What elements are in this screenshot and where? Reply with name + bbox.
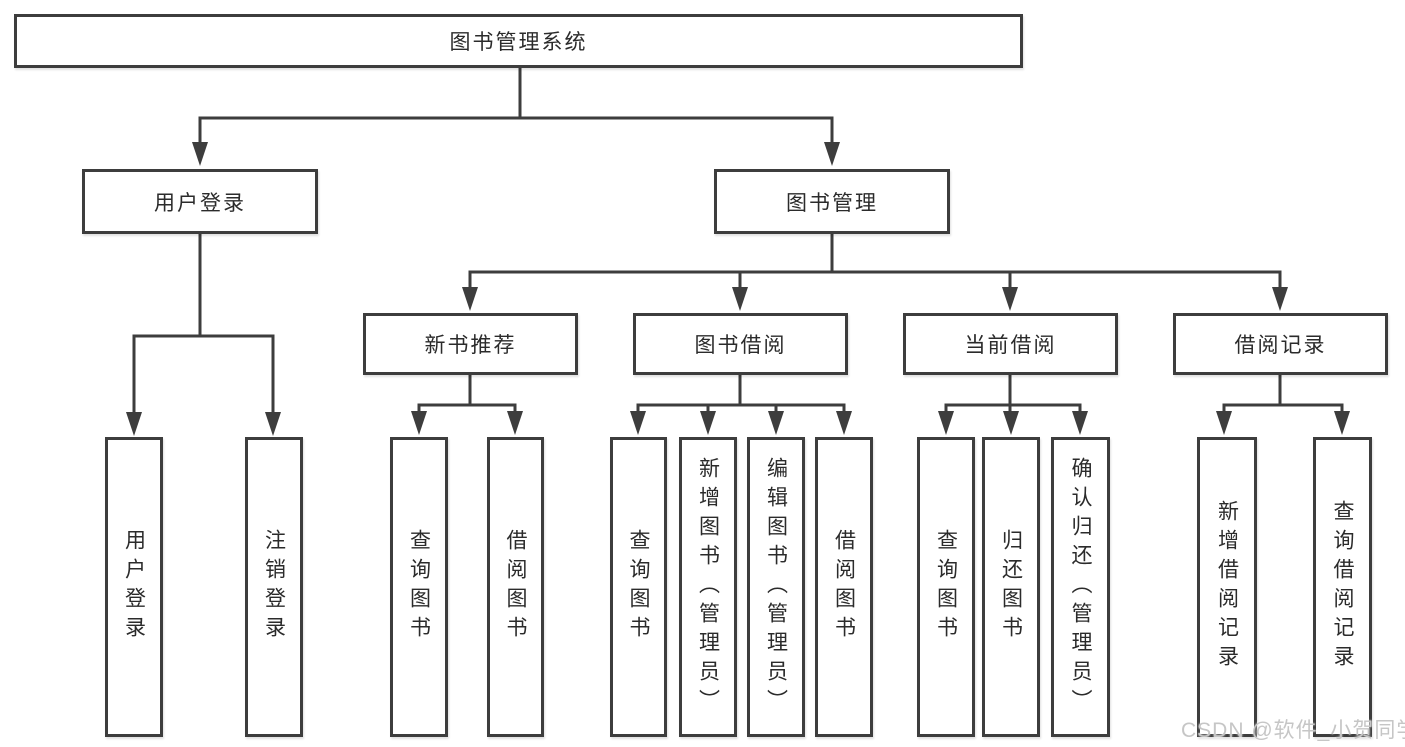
leaf-query-books-borrowing: 查询图书: [610, 437, 667, 737]
leaf-borrow-books-borrowing: 借阅图书: [815, 437, 873, 737]
leaf-add-book-admin: 新增图书（管理员）: [679, 437, 737, 737]
arrowheads: [126, 142, 1350, 436]
leaf-edit-book-admin: 编辑图书（管理员）: [747, 437, 805, 737]
leaf-add-borrow-record: 新增借阅记录: [1197, 437, 1257, 737]
leaf-borrow-books-recommend: 借阅图书: [487, 437, 544, 737]
node-borrowing-records: 借阅记录: [1173, 313, 1388, 375]
node-current-borrowing: 当前借阅: [903, 313, 1118, 375]
leaf-query-borrow-record: 查询借阅记录: [1313, 437, 1372, 737]
csdn-watermark: CSDN @软件_小贺同学: [1181, 719, 1405, 742]
leaf-confirm-return-admin: 确认归还（管理员）: [1051, 437, 1110, 737]
node-user-login-branch: 用户登录: [82, 169, 318, 234]
leaf-query-books-recommend: 查询图书: [390, 437, 448, 737]
node-library-management-system: 图书管理系统: [14, 14, 1023, 68]
leaf-logout: 注销登录: [245, 437, 303, 737]
node-book-management-branch: 图书管理: [714, 169, 950, 234]
node-book-borrowing: 图书借阅: [633, 313, 848, 375]
leaf-user-login: 用户登录: [105, 437, 163, 737]
leaf-return-book: 归还图书: [982, 437, 1040, 737]
node-new-book-recommend: 新书推荐: [363, 313, 578, 375]
leaf-query-books-current: 查询图书: [917, 437, 975, 737]
